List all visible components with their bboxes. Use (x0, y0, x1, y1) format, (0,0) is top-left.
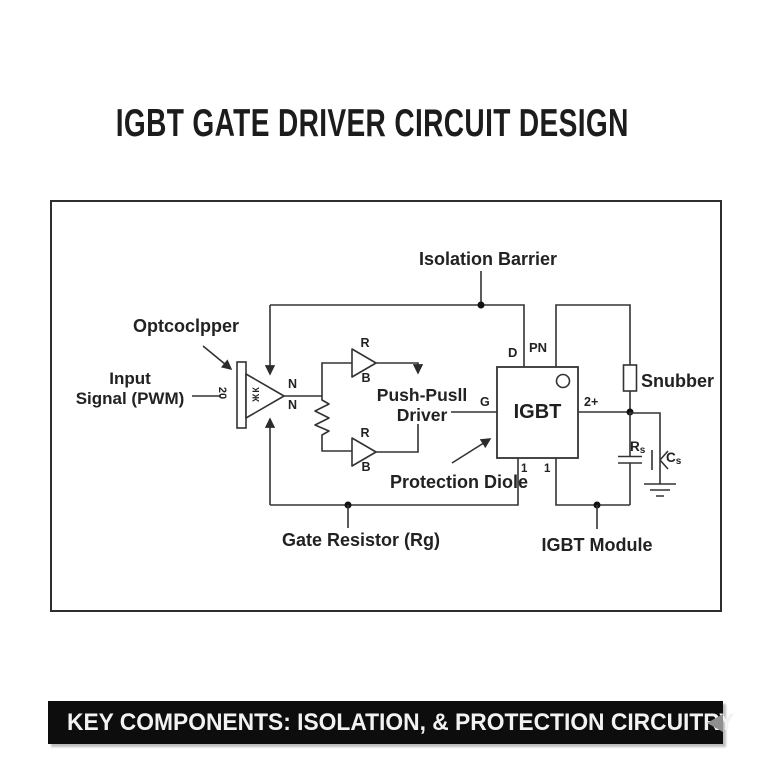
input-signal-label: Input Signal (PWM) (76, 369, 185, 409)
pin-d-label: D (508, 345, 518, 360)
pin-1-left-label: 1 (521, 463, 528, 475)
pin-g-label: G (480, 395, 490, 409)
footer-banner-text: KEY COMPONENTS: ISOLATION, & PROTECTION … (67, 709, 735, 736)
rs-sub: s (639, 445, 646, 456)
pin-n-bottom-label: N (288, 398, 298, 412)
cs-label: Cs (666, 450, 681, 467)
input-signal-line2: Signal (PWM) (75, 389, 185, 408)
page-title-text: IGBT GATE DRIVER CIRCUIT DESIGN (115, 102, 629, 145)
isolation-barrier-label: Isolation Barrier (418, 249, 558, 269)
igbt-box-label: IGBT (513, 401, 562, 423)
buffer-bottom-r-label: R (360, 426, 370, 440)
optocoupler-label: Optcoclpper (132, 316, 240, 336)
igbt-module-label: IGBT Module (541, 535, 653, 555)
gate-resistor-label: Gate Resistor (Rg) (281, 530, 441, 550)
rs-label: Rs (630, 439, 645, 456)
opto-glyph-label: ЖК (250, 386, 261, 402)
push-pull-line1: Push-Pusll (376, 385, 468, 405)
push-pull-line2: Driver (396, 405, 448, 425)
input-signal-line1: Input (109, 369, 151, 388)
push-pull-driver-label: Push-Pusll Driver (377, 385, 467, 425)
opto-number-label: 20 (216, 386, 229, 400)
rs-main: R (630, 439, 640, 454)
cs-sub: s (675, 456, 682, 467)
left-chevron-icon (707, 713, 723, 732)
buffer-top-r-label: R (360, 336, 370, 350)
cs-main: C (666, 450, 676, 465)
pin-2plus-label: 2+ (584, 395, 599, 409)
page-title: IGBT GATE DRIVER CIRCUIT DESIGN (0, 102, 745, 146)
pin-n-top-label: N (288, 377, 298, 391)
buffer-top-b-label: B (361, 371, 371, 385)
diagram-frame (50, 200, 722, 612)
pin-1-right-label: 1 (544, 463, 551, 475)
protection-diode-label: Protection Diole (389, 472, 529, 492)
pin-pn-label: PN (529, 340, 548, 355)
footer-banner: KEY COMPONENTS: ISOLATION, & PROTECTION … (48, 701, 734, 744)
buffer-bottom-b-label: B (361, 460, 371, 474)
snubber-label: Snubber (641, 371, 715, 391)
